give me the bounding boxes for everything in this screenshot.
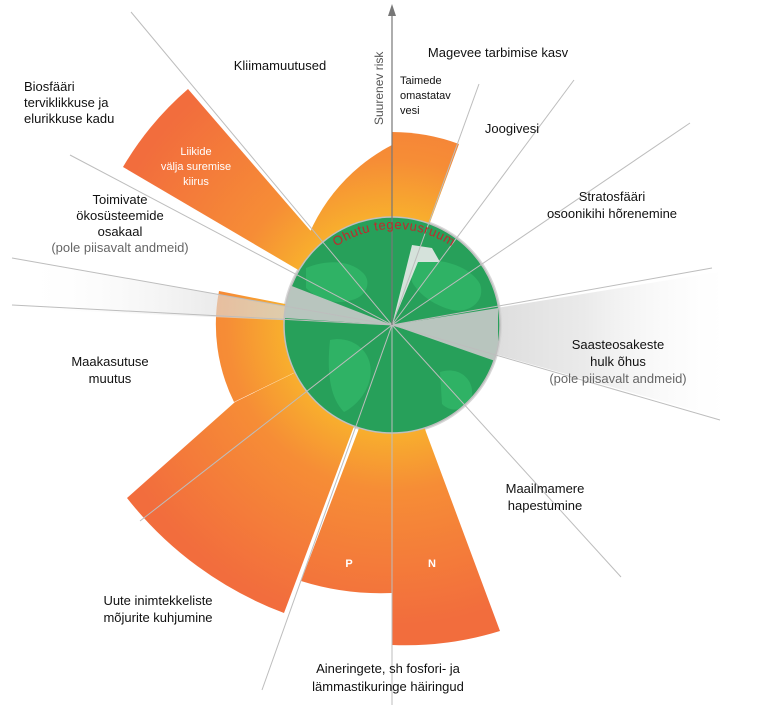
label-line: (pole piisavalt andmeid): [549, 371, 686, 386]
label-ocean: Maailmamere hapestumine: [506, 481, 585, 513]
label-line: kiirus: [183, 176, 209, 188]
label-line: P: [345, 558, 352, 570]
label-line: omastatav: [400, 90, 451, 102]
boundary-labels: Kliimamuutused Magevee tarbimise kasvTaim…: [24, 45, 687, 694]
label-line: elurikkuse kadu: [24, 111, 114, 126]
label-line: osoonikihi hõrenemine: [547, 206, 677, 221]
label-line: N: [428, 558, 436, 570]
aerosol-wedge: [392, 272, 722, 418]
label-line: Maailmamere: [506, 481, 585, 496]
axis-label: Suurenev risk: [372, 51, 386, 125]
label-line: vesi: [400, 105, 420, 117]
label-line: (pole piisavalt andmeid): [51, 240, 188, 255]
label-line: Magevee tarbimise kasv: [428, 45, 569, 60]
label-line: mõjurite kuhjumine: [103, 610, 212, 625]
label-line: välja suremise: [161, 161, 231, 173]
label-line: muutus: [89, 371, 132, 386]
label-blue-water: Joogivesi: [485, 121, 539, 136]
label-line: hapestumine: [508, 498, 582, 513]
label-line: Liikide: [180, 146, 211, 158]
label-line: Uute inimtekkeliste: [103, 593, 212, 608]
label-line: terviklikkuse ja: [24, 95, 109, 110]
label-line: Joogivesi: [485, 121, 539, 136]
label-line: Kliimamuutused: [234, 58, 327, 73]
label-nutrients: Aineringete, sh fosfori- ja lämmastikurin…: [312, 661, 464, 694]
label-n-flow: N: [428, 558, 436, 570]
sector-p-flow: [301, 325, 392, 594]
sector-n-flow: [392, 325, 500, 646]
label-line: Maakasutuse: [71, 354, 148, 369]
label-line: ökosüsteemide: [76, 208, 163, 223]
label-climate: Kliimamuutused: [234, 58, 327, 73]
label-line: Toimivate: [93, 192, 148, 207]
label-ozone: Stratosfääri osoonikihi hõrenemine: [547, 189, 677, 221]
label-line: Saasteosakeste: [572, 337, 665, 352]
label-p-flow: P: [345, 558, 352, 570]
label-extinction: Liikide välja suremise kiirus: [161, 146, 231, 188]
label-line: Biosfääri: [24, 79, 75, 94]
label-line: Aineringete, sh fosfori- ja: [316, 661, 461, 676]
label-novel: Uute inimtekkeliste mõjurite kuhjumine: [103, 593, 212, 625]
label-green-water: Taimede omastatav vesi: [400, 75, 451, 117]
risk-axis-arrowhead: [388, 4, 396, 16]
sector-dividers: [11, 11, 721, 705]
label-line: osakaal: [98, 224, 143, 239]
label-line: Stratosfääri: [579, 189, 646, 204]
label-aerosols: Saasteosakeste hulk õhus (pole piisavalt a…: [549, 337, 686, 386]
label-freshwater: Magevee tarbimise kasv: [428, 45, 569, 60]
label-land: Maakasutuse muutus: [71, 354, 148, 386]
label-line: lämmastikuringe häiringud: [312, 679, 464, 694]
label-line: Taimede: [400, 75, 442, 87]
label-line: hulk õhus: [590, 354, 646, 369]
